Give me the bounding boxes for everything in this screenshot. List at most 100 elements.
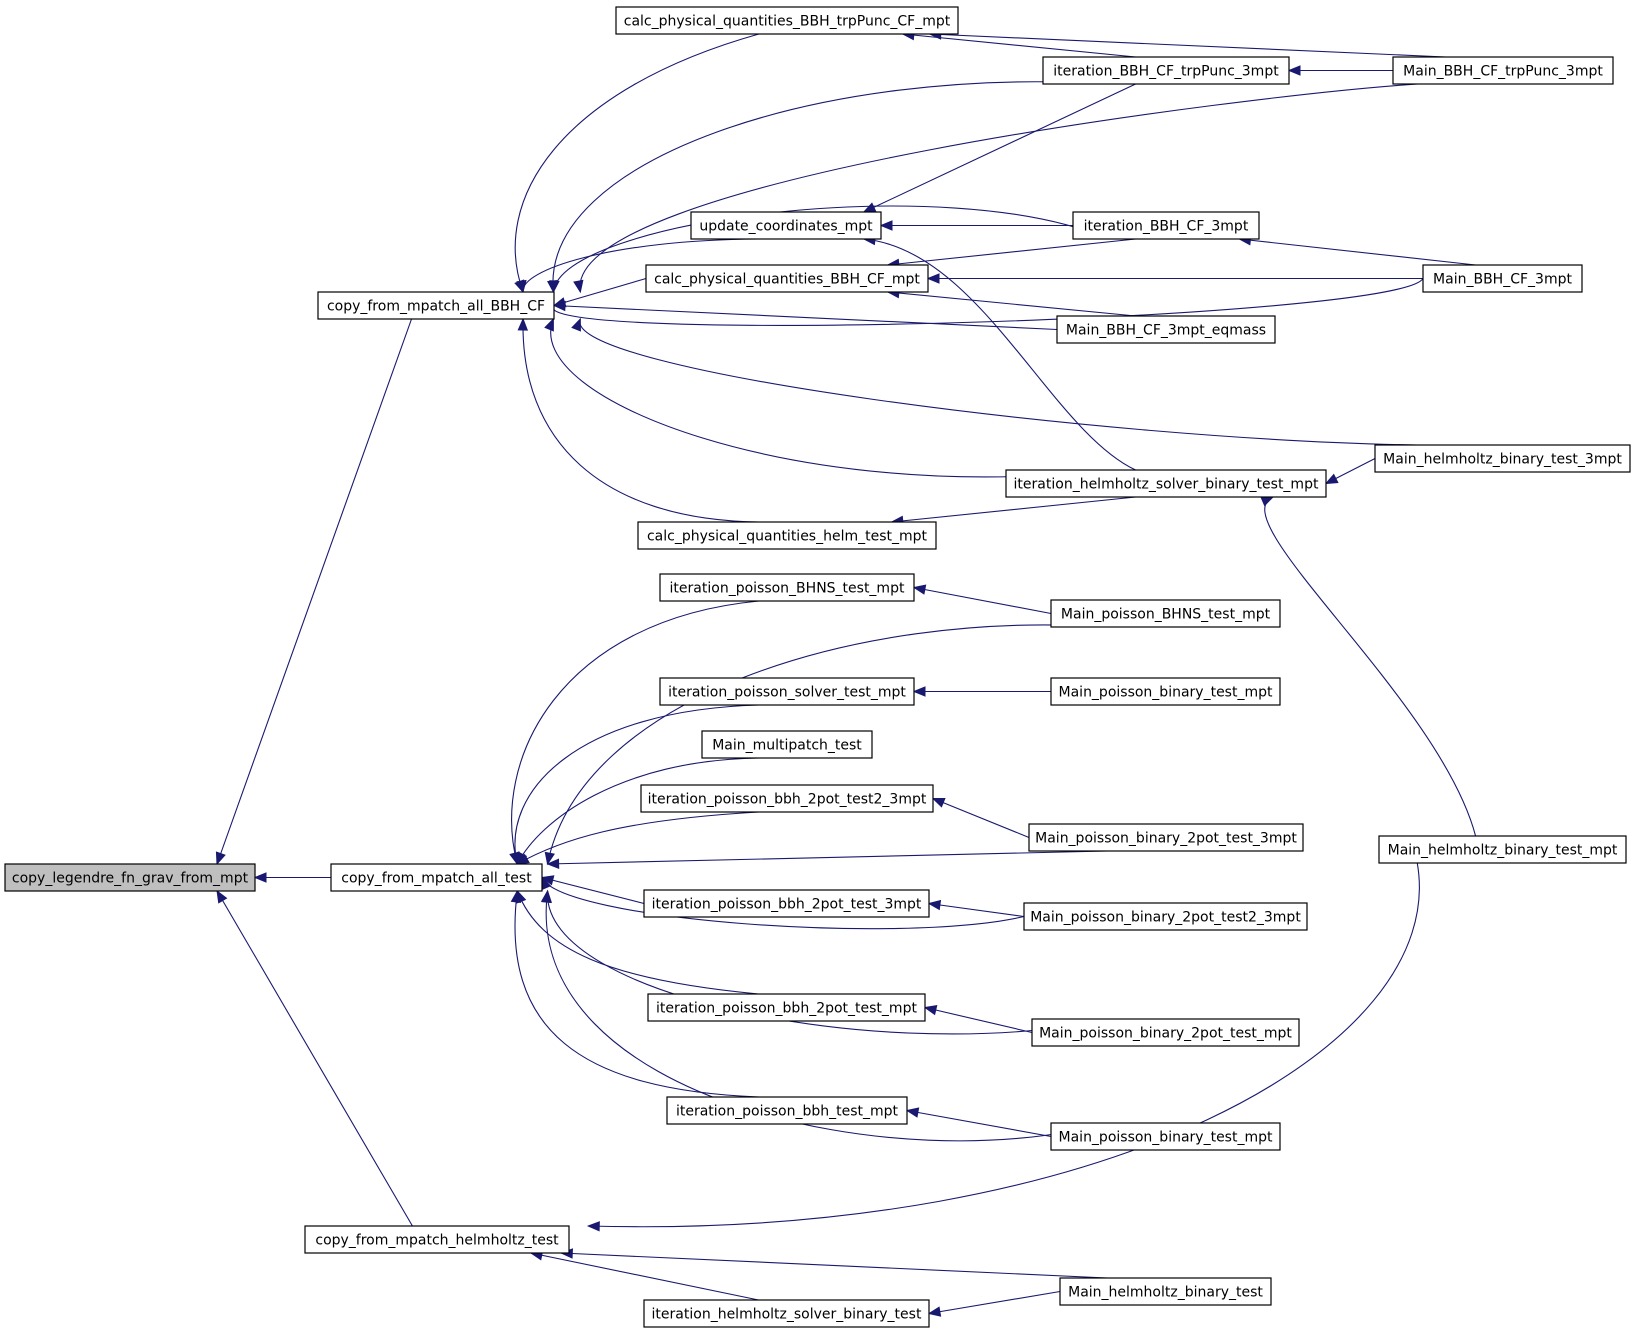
node-box[interactable] bbox=[701, 730, 873, 759]
node-update[interactable]: update_coordinates_mpt bbox=[690, 211, 882, 240]
node-box[interactable] bbox=[1050, 599, 1281, 628]
node-it-2pot[interactable]: iteration_poisson_bbh_2pot_test_mpt bbox=[647, 993, 926, 1022]
node-calc-helm[interactable]: calc_physical_quantities_helm_test_mpt bbox=[637, 521, 937, 550]
node-box[interactable] bbox=[643, 889, 930, 918]
node-it-trp[interactable]: iteration_BBH_CF_trpPunc_3mpt bbox=[1042, 56, 1290, 85]
node-main-helm[interactable]: Main_helmholtz_binary_test bbox=[1059, 1277, 1272, 1306]
node-box[interactable] bbox=[4, 863, 256, 892]
edge-it_2pot-to-all_test bbox=[516, 890, 759, 995]
node-main-helm-3mpt[interactable]: Main_helmholtz_binary_test_3mpt bbox=[1374, 444, 1631, 473]
edge-it_helm_mpt-to-calc_helm bbox=[891, 496, 1136, 523]
edge-arrowhead bbox=[927, 1306, 942, 1317]
node-main-eqmass[interactable]: Main_BBH_CF_3mpt_eqmass bbox=[1056, 315, 1276, 344]
node-root[interactable]: copy_legendre_fn_grav_from_mpt bbox=[4, 863, 256, 892]
node-label: Main_poisson_binary_2pot_test2_3mpt bbox=[1030, 910, 1301, 926]
node-box[interactable] bbox=[615, 6, 959, 35]
node-box[interactable] bbox=[1422, 264, 1583, 293]
node-box[interactable] bbox=[666, 1096, 908, 1125]
edge-arrowhead bbox=[216, 889, 228, 904]
node-label: iteration_poisson_solver_test_mpt bbox=[668, 685, 906, 701]
edge-arrowhead bbox=[931, 797, 946, 808]
node-main-multi[interactable]: Main_multipatch_test bbox=[701, 730, 873, 759]
node-label: Main_poisson_BHNS_test_mpt bbox=[1061, 607, 1271, 623]
edge-main_helm-to-it_helm bbox=[928, 1290, 1061, 1315]
node-label: iteration_poisson_bbh_2pot_test_mpt bbox=[656, 1001, 917, 1017]
edge-helm_test-to-root bbox=[216, 890, 413, 1227]
edge-arrowhead bbox=[215, 851, 226, 866]
node-label: Main_BBH_CF_trpPunc_3mpt bbox=[1403, 64, 1603, 80]
node-main-pbin2[interactable]: Main_poisson_binary_test_mpt bbox=[1050, 1122, 1281, 1151]
edge-calc_helm-to-all_bbh bbox=[522, 318, 759, 523]
node-box[interactable] bbox=[1056, 315, 1276, 344]
node-box[interactable] bbox=[1042, 56, 1290, 85]
node-it-helm-mpt[interactable]: iteration_helmholtz_solver_binary_test_m… bbox=[1005, 469, 1327, 498]
node-box[interactable] bbox=[1059, 1277, 1272, 1306]
node-box[interactable] bbox=[330, 863, 543, 892]
edge-main_eqmass-to-calc_cf bbox=[887, 291, 1136, 317]
node-box[interactable] bbox=[1050, 677, 1281, 706]
node-box[interactable] bbox=[637, 521, 937, 550]
node-box[interactable] bbox=[317, 291, 555, 320]
node-label: Main_poisson_binary_test_mpt bbox=[1059, 685, 1273, 701]
edge-arrowhead bbox=[923, 1005, 938, 1016]
node-label: calc_physical_quantities_BBH_trpPunc_CF_… bbox=[624, 14, 951, 30]
edge-arrowhead bbox=[879, 220, 893, 231]
node-box[interactable] bbox=[659, 677, 915, 706]
node-box[interactable] bbox=[1005, 469, 1327, 498]
node-main-2pot2-3[interactable]: Main_poisson_binary_2pot_test2_3mpt bbox=[1023, 902, 1308, 931]
edge-main_helm_mpt-to-it_helm_mpt bbox=[1264, 496, 1477, 837]
edge-it_solver-to-all_test bbox=[514, 704, 759, 865]
node-it-bhns[interactable]: iteration_poisson_BHNS_test_mpt bbox=[659, 573, 915, 602]
node-label: copy_from_mpatch_all_BBH_CF bbox=[327, 299, 545, 315]
node-main-2pot[interactable]: Main_poisson_binary_2pot_test_mpt bbox=[1031, 1018, 1300, 1047]
edge-arrowhead bbox=[552, 300, 566, 312]
node-box[interactable] bbox=[645, 264, 929, 293]
node-main-2pot-3[interactable]: Main_poisson_binary_2pot_test_3mpt bbox=[1028, 823, 1304, 852]
node-it-2pot-3[interactable]: iteration_poisson_bbh_2pot_test_3mpt bbox=[643, 889, 930, 918]
node-label: iteration_poisson_bbh_2pot_test_3mpt bbox=[652, 897, 922, 913]
node-box[interactable] bbox=[659, 573, 915, 602]
node-it-helm[interactable]: iteration_helmholtz_solver_binary_test bbox=[643, 1299, 930, 1328]
node-box[interactable] bbox=[1028, 823, 1304, 852]
edge-it_2pot_3-to-all_test bbox=[541, 876, 645, 905]
node-main-pbin[interactable]: Main_poisson_binary_test_mpt bbox=[1050, 677, 1281, 706]
node-calc-trp[interactable]: calc_physical_quantities_BBH_trpPunc_CF_… bbox=[615, 6, 959, 35]
node-label: iteration_poisson_bbh_test_mpt bbox=[676, 1104, 899, 1120]
node-box[interactable] bbox=[1374, 444, 1631, 473]
node-calc-cf[interactable]: calc_physical_quantities_BBH_CF_mpt bbox=[645, 264, 929, 293]
node-it-3mpt[interactable]: iteration_BBH_CF_3mpt bbox=[1072, 211, 1260, 240]
node-it-solver[interactable]: iteration_poisson_solver_test_mpt bbox=[659, 677, 915, 706]
edge-calc_cf-to-all_bbh bbox=[553, 277, 647, 307]
node-helm-test[interactable]: copy_from_mpatch_helmholtz_test bbox=[304, 1225, 570, 1254]
node-box[interactable] bbox=[640, 784, 934, 813]
node-box[interactable] bbox=[1050, 1122, 1281, 1151]
edge-main_helm_mpt-to-helm_test bbox=[588, 862, 1420, 1228]
node-box[interactable] bbox=[1023, 902, 1308, 931]
node-it-bbh[interactable]: iteration_poisson_bbh_test_mpt bbox=[666, 1096, 908, 1125]
node-box[interactable] bbox=[647, 993, 926, 1022]
edge-it_trp-to-all_bbh bbox=[552, 81, 1108, 293]
node-box[interactable] bbox=[304, 1225, 570, 1254]
node-label: iteration_BBH_CF_trpPunc_3mpt bbox=[1053, 64, 1279, 80]
node-label: iteration_poisson_BHNS_test_mpt bbox=[670, 581, 905, 597]
node-main-helm-mpt[interactable]: Main_helmholtz_binary_test_mpt bbox=[1378, 835, 1627, 864]
node-label: iteration_poisson_bbh_2pot_test2_3mpt bbox=[648, 792, 927, 808]
node-all-bbh[interactable]: copy_from_mpatch_all_BBH_CF bbox=[317, 291, 555, 320]
node-main-trp[interactable]: Main_BBH_CF_trpPunc_3mpt bbox=[1392, 56, 1614, 85]
node-box[interactable] bbox=[1392, 56, 1614, 85]
node-main-bhns[interactable]: Main_poisson_BHNS_test_mpt bbox=[1050, 599, 1281, 628]
node-it-2pot2-3[interactable]: iteration_poisson_bbh_2pot_test2_3mpt bbox=[640, 784, 934, 813]
edge-update-to-all_bbh bbox=[522, 238, 759, 293]
node-all-test[interactable]: copy_from_mpatch_all_test bbox=[330, 863, 543, 892]
node-main-3mpt[interactable]: Main_BBH_CF_3mpt bbox=[1422, 264, 1583, 293]
node-box[interactable] bbox=[643, 1299, 930, 1328]
node-box[interactable] bbox=[690, 211, 882, 240]
edge-arrowhead bbox=[862, 202, 877, 213]
node-box[interactable] bbox=[1378, 835, 1627, 864]
edge-arrowhead bbox=[517, 317, 529, 331]
edge-arrowhead bbox=[912, 584, 927, 595]
node-box[interactable] bbox=[1031, 1018, 1300, 1047]
node-label: calc_physical_quantities_helm_test_mpt bbox=[647, 529, 928, 545]
node-box[interactable] bbox=[1072, 211, 1260, 240]
